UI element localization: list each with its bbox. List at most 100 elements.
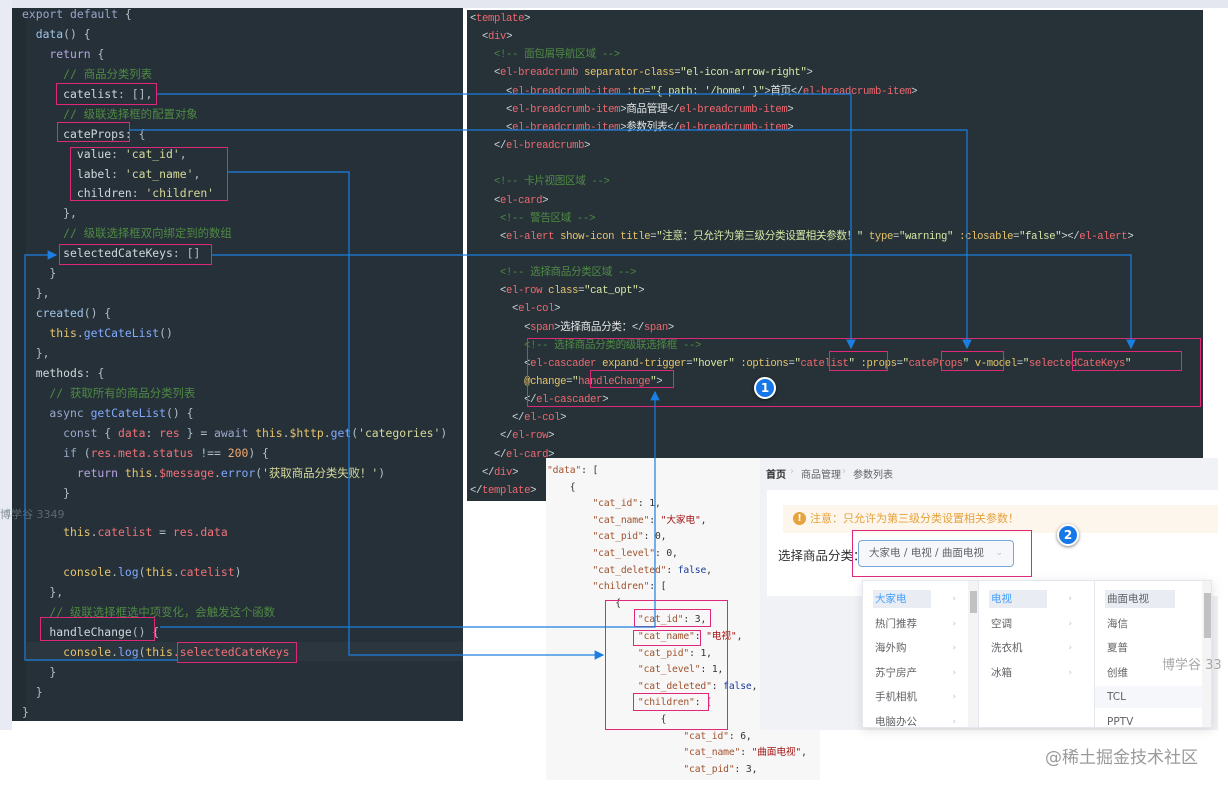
- code-line: </el-card>: [470, 446, 554, 464]
- code-token: await: [214, 425, 256, 440]
- code-line: <!-- 警告区域 -->: [470, 210, 595, 228]
- script-code-panel: export default { data() { return { // 商品…: [12, 8, 463, 721]
- code-line: <span>选择商品分类：</span>: [470, 319, 674, 337]
- cascader-option[interactable]: 热门推荐›: [863, 613, 978, 635]
- cascader-option[interactable]: 电视›: [979, 588, 1094, 610]
- code-token: },: [22, 585, 64, 600]
- code-line: return this.$message.error('获取商品分类失败！'): [22, 464, 385, 482]
- code-token: .: [76, 326, 84, 341]
- code-token: el-col: [524, 412, 561, 425]
- code-token: :: [111, 166, 125, 181]
- cascader-option[interactable]: 苏宁房产›: [863, 662, 978, 684]
- cascader-value: 大家电 / 电视 / 曲面电视: [869, 547, 984, 559]
- code-line: "cat_pid": 1,: [547, 646, 712, 662]
- code-token: [470, 249, 476, 261]
- category-cascader[interactable]: 大家电 / 电视 / 曲面电视 ⌄: [858, 540, 1014, 567]
- code-token: <: [470, 31, 489, 44]
- code-token: "cat_name": [547, 514, 650, 526]
- code-token: },: [22, 206, 77, 221]
- code-line: // 商品分类列表: [22, 65, 152, 83]
- code-token: el-breadcrumb-item: [512, 121, 621, 134]
- cascader-option[interactable]: TCL: [1095, 686, 1211, 708]
- code-token: <: [470, 321, 531, 334]
- code-token: $message: [159, 465, 215, 480]
- code-token: (: [83, 445, 91, 460]
- code-token: </: [667, 121, 680, 134]
- code-token: [22, 545, 29, 559]
- cascader-option[interactable]: 电脑办公›: [863, 711, 978, 728]
- code-token: ) {: [248, 445, 269, 460]
- code-token: el-breadcrumb-item: [512, 85, 627, 98]
- code-token: "warning": [898, 230, 954, 243]
- code-token: 6: [740, 730, 746, 742]
- code-token: "el-icon-arrow-right": [680, 67, 807, 80]
- code-line: const { data: res } = await this.$http.g…: [22, 424, 447, 442]
- cascader-option[interactable]: 海外购›: [863, 637, 978, 659]
- code-token: res: [159, 425, 180, 440]
- code-token: ": [902, 357, 909, 370]
- code-token: "电视": [706, 631, 737, 642]
- code-token: '获取商品分类失败！': [262, 465, 379, 480]
- scrollbar[interactable]: [968, 581, 978, 727]
- code-token: >: [1127, 230, 1134, 243]
- code-token: >: [524, 13, 531, 25]
- cascader-option[interactable]: 大家电›: [863, 588, 978, 610]
- code-line: "cat_deleted": false,: [547, 679, 758, 695]
- code-line: // 级联选择框双向绑定到的数组: [22, 224, 232, 242]
- code-line: </div>: [470, 464, 518, 482]
- code-token: ,: [706, 564, 712, 576]
- editor-gutter: [12, 8, 26, 721]
- highlight-catelist: [56, 83, 157, 105]
- code-token: {: [547, 714, 667, 725]
- cascader-option[interactable]: 手机相机›: [863, 686, 978, 708]
- code-token: <: [470, 357, 531, 370]
- code-token: :: [649, 514, 661, 526]
- code-token: "cat_name": [547, 631, 695, 642]
- code-token: "children": [547, 697, 695, 709]
- code-token: }: [22, 266, 57, 281]
- code-line: "cat_name": "曲面电视",: [547, 745, 807, 761]
- code-token: },: [22, 345, 50, 360]
- option-label: 电脑办公: [875, 715, 917, 728]
- code-line: <!-- 选择商品分类区域 -->: [470, 264, 636, 282]
- code-token: type: [862, 230, 893, 243]
- code-token: .: [111, 645, 119, 660]
- code-token: <: [470, 85, 513, 98]
- breadcrumb-home[interactable]: 首页: [766, 470, 786, 481]
- cascader-option[interactable]: 冰箱›: [979, 662, 1094, 684]
- scrollbar-thumb[interactable]: [1204, 593, 1211, 638]
- code-token: el-breadcrumb: [506, 140, 585, 153]
- cascader-option[interactable]: 创维: [1095, 662, 1211, 684]
- code-token: "cat_id": [547, 498, 638, 510]
- code-token: 0: [666, 548, 673, 559]
- cascader-option[interactable]: 海信: [1095, 613, 1211, 635]
- code-token: "曲面电视": [751, 747, 802, 759]
- cascader-option[interactable]: 洗衣机›: [979, 637, 1094, 659]
- template-code-panel: <template> <div> <!-- 面包屑导航区域 --> <el-br…: [467, 10, 1203, 501]
- code-token: <!-- 警告区域 -->: [470, 212, 596, 225]
- code-token: if: [22, 445, 84, 460]
- code-line: },: [22, 344, 50, 362]
- code-line: </el-breadcrumb>: [470, 137, 591, 155]
- code-line: }: [22, 663, 56, 681]
- code-token: div: [488, 31, 507, 44]
- code-line: <!-- 卡片视图区域 -->: [470, 173, 610, 191]
- cascader-option[interactable]: 曲面电视: [1095, 588, 1211, 610]
- code-token: this: [255, 425, 283, 440]
- code-line: </el-col>: [470, 409, 566, 427]
- code-token: "cat_name": [547, 747, 741, 759]
- code-token: </: [470, 412, 525, 425]
- cascader-option[interactable]: PPTV: [1095, 711, 1211, 728]
- code-token: el-breadcrumb-item: [679, 121, 788, 134]
- scrollbar[interactable]: [1202, 581, 1211, 727]
- code-token: v-model: [968, 357, 1017, 370]
- code-token: 200: [227, 445, 249, 460]
- scrollbar-thumb[interactable]: [970, 591, 977, 613]
- cascader-option[interactable]: 夏普: [1095, 637, 1211, 659]
- code-token: data: [118, 425, 146, 440]
- cascader-option[interactable]: 空调›: [979, 613, 1094, 635]
- code-token: :: [145, 425, 160, 440]
- code-token: console: [22, 565, 112, 580]
- code-token: !==: [193, 445, 228, 460]
- code-token: el-col: [518, 303, 555, 316]
